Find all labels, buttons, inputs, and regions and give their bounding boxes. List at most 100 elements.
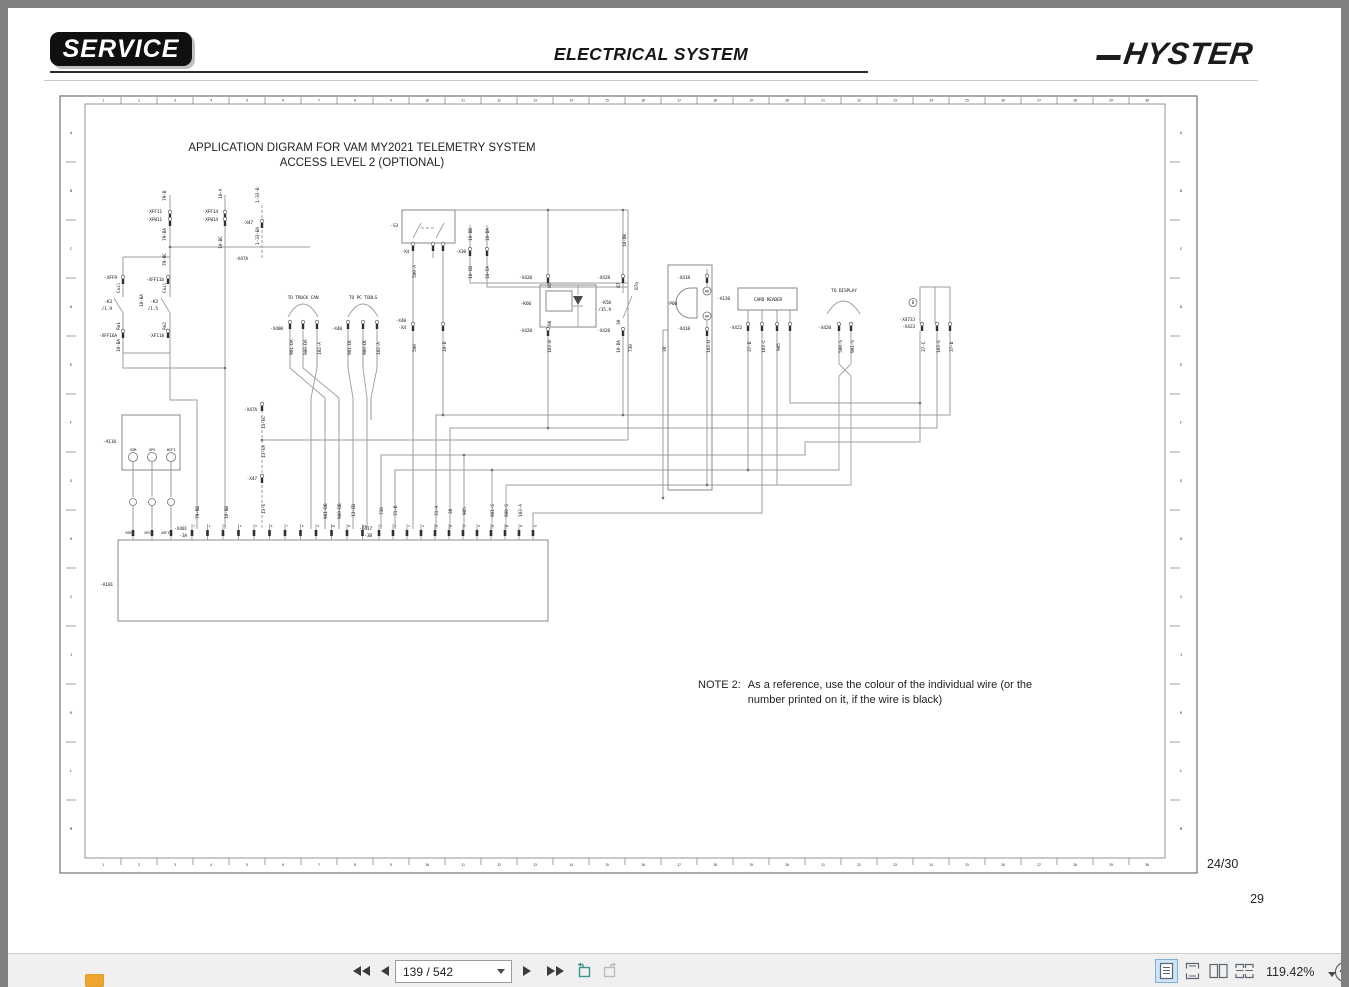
first-page-button[interactable] [350,958,373,983]
schematic-label: -X420 [818,325,831,331]
schematic-label: 500-S [838,340,844,353]
border-column-number: 10 [425,863,429,867]
schematic-label: -XFF16A [99,333,117,339]
next-page-button[interactable] [520,958,534,983]
schematic-label: 10-DA [485,228,491,241]
connector-icon [745,321,751,327]
bottom-toolbar: 139 / 542 [8,953,1341,987]
page-number-value: 139 / 542 [403,964,454,979]
connector-icon [704,273,710,279]
border-row-letter: J [70,653,72,657]
border-column-number: 17 [677,99,681,103]
pin-number: 5 [436,524,438,528]
connector-icon [167,216,173,222]
schematic-label: 1-33-BA [255,227,261,245]
schematic-label: 86 [547,320,553,326]
connector-icon [934,321,940,327]
schematic-label: 37-C [921,341,927,352]
schematic-label: 85 [547,282,553,288]
connector-icon [440,241,446,247]
schematic-label: WIFI [167,447,175,452]
schematic-label: -XFF9 [104,275,117,281]
single-page-view-button[interactable] [1155,959,1178,983]
schematic-label: Coil [162,282,168,293]
schematic-label: 500-A [412,265,418,278]
diagram-title-line2: ACCESS LEVEL 2 (OPTIONAL) [279,157,445,169]
schematic-label: -K3 [150,299,158,305]
schematic-label: 10-DA [616,340,622,353]
taskbar-peek-badge[interactable] [85,974,104,987]
schematic-label: -X428 [597,275,610,281]
schematic-label: 13-E [261,503,267,514]
schematic-label: -X400 [270,326,283,332]
last-page-button[interactable] [544,958,567,983]
zoom-level-value[interactable]: 119.42% [1266,965,1315,979]
border-column-number: 14 [569,99,573,103]
schematic-label: -X47A [244,407,257,413]
page-dropdown-caret-icon[interactable] [497,969,505,974]
continuous-facing-view-button[interactable] [1233,959,1256,983]
border-row-letter: G [1180,479,1182,483]
border-column-number: 16 [641,863,645,867]
next-view-icon [603,962,617,978]
border-row-letter: B [1180,189,1182,193]
schematic-label: 31-A [434,505,440,516]
schematic-label: 87 [616,282,622,288]
border-column-number: 9 [390,863,392,867]
previous-page-button[interactable] [378,958,392,983]
border-column-number: 30 [1145,863,1149,867]
first-page-icon [353,965,361,976]
card-reader-box [737,287,798,311]
next-view-button[interactable] [597,958,622,983]
connector-icon [222,209,228,215]
schematic-label: -X40 [396,318,407,324]
border-column-number: 14 [569,863,573,867]
border-row-letter: E [70,363,72,367]
zoom-dropdown-caret-icon[interactable] [1328,972,1336,977]
border-column-number: 10 [425,99,429,103]
pin-number: 2 [209,524,211,528]
pin-number: 6 [450,524,452,528]
schematic-label: -K60 [521,301,532,307]
page-number-input[interactable]: 139 / 542 [395,960,512,983]
schematic-label: 10-DB [468,228,474,241]
header-divider [50,71,868,73]
border-row-letter: I [70,595,72,599]
border-row-letter: M [1180,827,1182,831]
border-column-number: 7 [318,99,320,103]
schematic-label: /1.9 [102,306,113,312]
border-row-letter: F [70,421,72,425]
schematic-label: -X418 [677,275,690,281]
pin-number: 3 [224,524,226,528]
border-row-letter: I [1180,595,1182,599]
schematic-label: -X47 [247,476,258,482]
border-column-number: 8 [354,99,356,103]
schematic-label: -K3 [104,299,112,305]
schematic-label: -A101 [100,582,113,588]
schematic-label: 901-DC [347,339,353,355]
schematic-label: GSM [125,531,131,535]
schematic-label: -X40 [332,326,343,332]
zoom-out-icon[interactable] [1335,962,1341,982]
connector-icon [222,216,228,222]
continuous-view-button[interactable] [1181,959,1204,983]
schematic-label: 79-B [162,190,168,201]
previous-view-button[interactable] [572,958,597,983]
connector-icon [620,326,626,332]
border-row-letter: A [70,131,73,135]
border-column-number: 11 [461,99,465,103]
schematic-label: -X418 [677,326,690,332]
pin-number: 4 [240,524,242,528]
last-page-icon [547,965,555,976]
schematic-label: 103-A [518,504,524,517]
border-column-number: 5 [246,99,248,103]
facing-pages-view-button[interactable] [1207,959,1230,983]
schematic-label: -3A [179,533,187,539]
pin-number: 7 [286,524,288,528]
sheet-frame [59,95,1198,874]
schematic-label: BK [705,315,710,319]
schematic-label: 13-EA [261,445,267,458]
schematic-label: -X428 [597,328,610,334]
border-column-number: 15 [605,863,609,867]
